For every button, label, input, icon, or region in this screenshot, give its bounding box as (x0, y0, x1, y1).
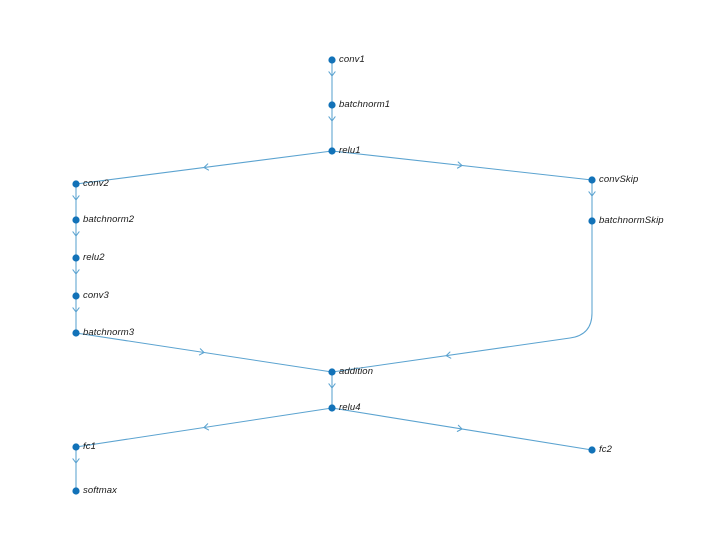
node-softmax[interactable] (72, 487, 80, 495)
arrowhead-icon (72, 231, 80, 237)
edge-batchnormSkip-to-addition (331, 220, 593, 373)
node-batchnorm1[interactable] (328, 101, 336, 109)
node-label-conv1: conv1 (339, 54, 365, 65)
node-conv3[interactable] (72, 292, 80, 300)
node-label-conv2: conv2 (83, 178, 109, 189)
node-addition[interactable] (328, 368, 336, 376)
node-label-batchnorm3: batchnorm3 (83, 327, 135, 338)
node-conv1[interactable] (328, 56, 336, 64)
node-label-softmax: softmax (83, 485, 117, 496)
node-label-conv3: conv3 (83, 290, 109, 301)
node-relu4[interactable] (328, 404, 336, 412)
node-label-fc2: fc2 (599, 444, 612, 455)
node-conv2[interactable] (72, 180, 80, 188)
node-fc1[interactable] (72, 443, 80, 451)
node-relu1[interactable] (328, 147, 336, 155)
arrowhead-icon (203, 163, 210, 171)
node-label-relu2: relu2 (83, 252, 105, 263)
node-layer (72, 56, 596, 495)
node-relu2[interactable] (72, 254, 80, 262)
arrowhead-icon (72, 458, 80, 464)
node-batchnormSkip[interactable] (588, 217, 596, 225)
arrowhead-icon (72, 195, 80, 201)
arrowhead-icon (203, 423, 210, 431)
arrowhead-icon (72, 269, 80, 275)
node-convSkip[interactable] (588, 176, 596, 184)
node-batchnorm3[interactable] (72, 329, 80, 337)
arrowhead-icon (328, 383, 336, 389)
arrowhead-icon (72, 307, 80, 313)
node-batchnorm2[interactable] (72, 216, 80, 224)
node-label-relu1: relu1 (339, 145, 361, 156)
node-label-relu4: relu4 (339, 402, 361, 413)
arrowhead-icon (456, 424, 463, 432)
node-label-fc1: fc1 (83, 441, 96, 452)
arrowhead-icon (588, 191, 596, 197)
arrowhead-icon (328, 71, 336, 77)
edge-layer (72, 59, 596, 492)
node-label-batchnorm1: batchnorm1 (339, 99, 391, 110)
node-fc2[interactable] (588, 446, 596, 454)
node-label-convSkip: convSkip (599, 174, 639, 185)
node-label-batchnormSkip: batchnormSkip (599, 215, 664, 226)
node-label-batchnorm2: batchnorm2 (83, 214, 135, 225)
arrowhead-icon (456, 161, 463, 169)
node-label-addition: addition (339, 366, 374, 377)
arrowhead-icon (328, 116, 336, 122)
arrowhead-icon (198, 348, 205, 356)
arrowhead-icon (445, 351, 452, 359)
